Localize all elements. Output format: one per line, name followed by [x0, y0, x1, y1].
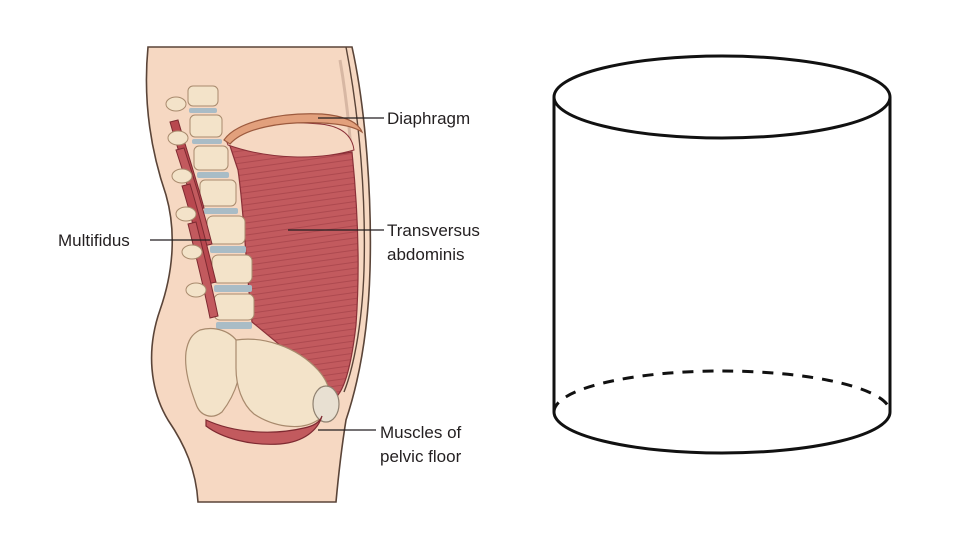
pelvic-floor-muscle — [205, 415, 323, 445]
label-multifidus: Multifidus — [58, 231, 130, 250]
abdominal-wall — [343, 46, 366, 393]
pelvic-bone — [235, 338, 331, 428]
cylinder-bottom-front — [552, 411, 892, 455]
pubic-bone — [312, 385, 340, 423]
label-pelvic-line2: pelvic floor — [380, 447, 462, 466]
label-transversus-line2: abdominis — [387, 245, 465, 264]
label-transversus-line1: Transversus — [387, 221, 480, 240]
spinous-processes — [165, 96, 207, 298]
cylinder-top-ellipse — [552, 54, 892, 140]
diaphragm-muscle — [223, 113, 364, 145]
cylinder-diagram — [552, 54, 892, 455]
cylinder-bottom-back-dashed — [552, 369, 892, 413]
label-diaphragm: Diaphragm — [387, 109, 470, 128]
label-pelvic-line1: Muscles of — [380, 423, 462, 442]
spine — [187, 85, 255, 329]
